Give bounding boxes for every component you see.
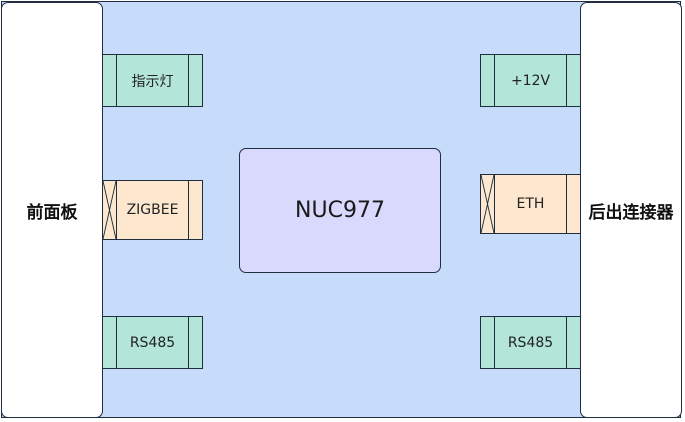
power-label: +12V bbox=[510, 72, 551, 89]
module-left-cap bbox=[481, 317, 495, 368]
processor-label: NUC977 bbox=[295, 198, 385, 223]
module-left-cap bbox=[103, 55, 117, 106]
indicator-module: 指示灯 bbox=[102, 54, 203, 107]
power-module: +12V bbox=[480, 54, 581, 107]
processor-box: NUC977 bbox=[239, 148, 441, 273]
module-right-cap bbox=[566, 175, 580, 233]
zigbee-module: ZIGBEE bbox=[102, 180, 203, 240]
module-antenna-cross bbox=[481, 175, 495, 233]
module-right-cap bbox=[566, 55, 580, 106]
module-antenna-cross bbox=[103, 181, 117, 239]
module-right-cap bbox=[188, 55, 202, 106]
module-right-cap bbox=[566, 317, 580, 368]
eth-label: ETH bbox=[516, 196, 545, 212]
eth-module: ETH bbox=[480, 174, 581, 234]
front-panel-label: 前面板 bbox=[26, 202, 78, 223]
rear-connector-label: 后出连接器 bbox=[588, 202, 674, 223]
module-left-cap bbox=[481, 55, 495, 106]
rear-connector-box: 后出连接器 bbox=[580, 2, 682, 418]
module-right-cap bbox=[188, 181, 202, 239]
rs485-right-module: RS485 bbox=[480, 316, 581, 369]
rs485-left-module: RS485 bbox=[102, 316, 203, 369]
module-right-cap bbox=[188, 317, 202, 368]
module-left-cap bbox=[103, 317, 117, 368]
rs485-right-label: RS485 bbox=[507, 334, 554, 351]
zigbee-label: ZIGBEE bbox=[126, 202, 179, 218]
indicator-label: 指示灯 bbox=[131, 73, 174, 90]
rs485-left-label: RS485 bbox=[129, 334, 176, 351]
front-panel-box: 前面板 bbox=[1, 2, 103, 418]
